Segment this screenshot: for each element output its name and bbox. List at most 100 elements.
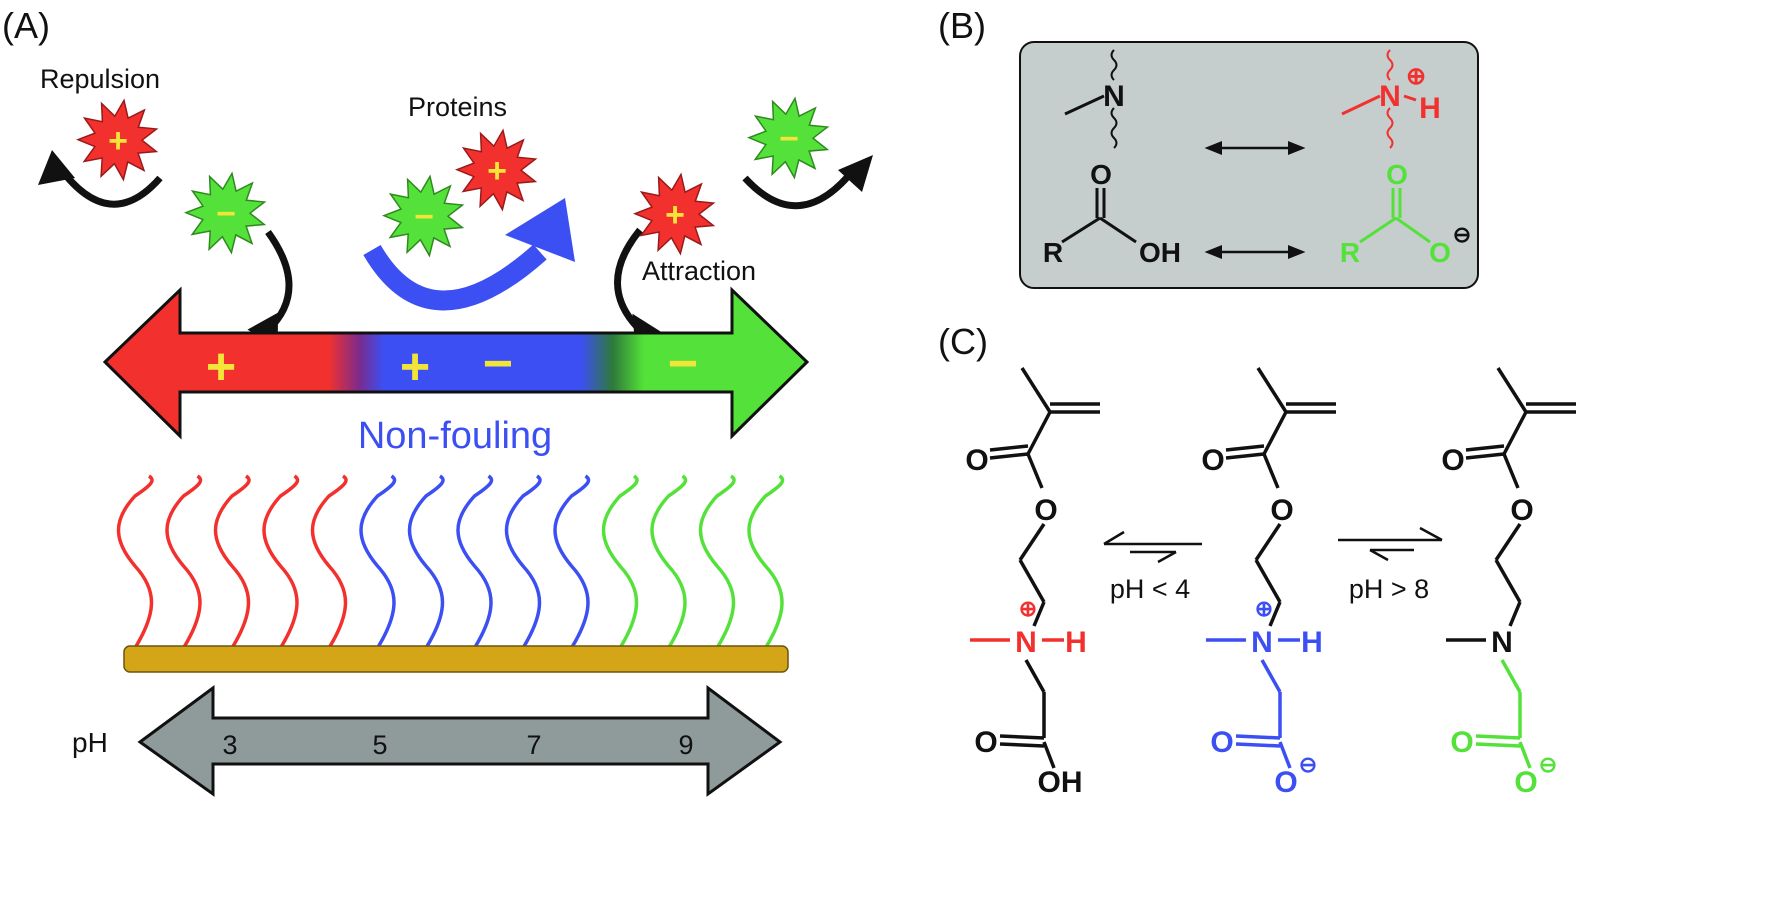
anion-r: R (1340, 237, 1360, 268)
protein-star-negative-center: − (381, 174, 465, 258)
ammonium-h: H (1419, 92, 1441, 125)
bond (1500, 659, 1522, 693)
bond (1225, 444, 1265, 452)
bond (1026, 411, 1052, 455)
charge-double-arrow (102, 286, 810, 440)
attraction-label: Attraction (642, 256, 756, 286)
protein-star-positive-attracted: + (632, 172, 716, 256)
amine-n: N (1251, 626, 1273, 659)
bond (1024, 659, 1046, 693)
carboxylate-negative-charge: ⊖ (1539, 752, 1557, 777)
carboxylate: R O O ⊖ (1340, 159, 1471, 268)
acid-oh: OH (1139, 237, 1181, 268)
repulsion-label: Repulsion (40, 64, 160, 94)
gold-substrate (123, 645, 789, 673)
attraction-arrow-right (614, 227, 643, 333)
anion-carbonyl-o: O (1386, 159, 1408, 190)
star-minus-sign: − (414, 198, 434, 236)
bond (1262, 411, 1288, 455)
bond (1494, 523, 1522, 561)
ammonium-charge: ⊕ (1406, 63, 1426, 90)
protein-star-positive-center: + (454, 128, 538, 212)
bond (989, 452, 1029, 460)
bond (1268, 601, 1282, 627)
brush-chain (165, 474, 203, 649)
bond (1032, 601, 1046, 627)
protein-star-negative-repelled: − (746, 96, 830, 180)
bond (989, 444, 1029, 452)
ester-carbonyl-o: O (965, 444, 988, 477)
brush-chain (650, 474, 688, 649)
polymer-brushes (116, 474, 785, 649)
star-plus-sign: + (108, 122, 128, 160)
bond (1465, 452, 1505, 460)
panel-c-label: (C) (938, 321, 988, 362)
bond (1508, 601, 1522, 627)
brush-chain (747, 474, 785, 649)
nonfouling-label: Non-fouling (358, 415, 552, 457)
protein-star-negative-attracted: − (183, 171, 267, 255)
amine-h: H (1301, 626, 1323, 659)
acid-carbonyl-o: O (1090, 159, 1112, 190)
ester-carbonyl-o: O (1201, 444, 1224, 477)
star-plus-sign: + (487, 152, 507, 190)
ph-double-arrow (137, 685, 783, 797)
amine-n: N (1491, 626, 1513, 659)
repulsion-arrowhead-left (38, 150, 75, 185)
zwitterion-minus: − (483, 335, 513, 393)
bond (1225, 452, 1265, 460)
bond (1042, 741, 1056, 769)
carboxyl-carbonyl-o: O (974, 726, 997, 759)
ph-axis-label: pH (72, 727, 108, 758)
bond (1475, 734, 1521, 740)
carboxyl-carbonyl-o: O (1450, 726, 1473, 759)
attraction-arrow-left (265, 229, 293, 333)
bond (1494, 559, 1522, 603)
carboxylate-o: O (1274, 766, 1297, 799)
amine-positive-charge: ⊕ (1019, 596, 1037, 621)
anionic-minus: − (668, 335, 698, 393)
carboxyl-oh: OH (1038, 766, 1083, 799)
amine-n: N (1103, 80, 1125, 113)
anion-o: O (1429, 237, 1451, 268)
nonfouling-blue-arrow (363, 244, 547, 311)
brush-chain (698, 474, 736, 649)
amine-n: N (1015, 626, 1037, 659)
carboxylate-o: O (1514, 766, 1537, 799)
nonfouling-blue-arrowhead (505, 198, 575, 262)
brush-chain (407, 474, 445, 649)
carboxylic-acid: R O OH (1043, 159, 1181, 268)
bond (1235, 734, 1281, 740)
bond (1254, 559, 1282, 603)
bond (1502, 453, 1520, 489)
bond (1020, 367, 1052, 413)
bond (1018, 523, 1046, 561)
bond (1018, 559, 1046, 603)
equilibrium-low-ph: pH < 4 (1103, 530, 1202, 604)
repulsion-arrow-right (742, 165, 858, 210)
panel-b-label: (B) (938, 5, 986, 46)
amine-positive-charge: ⊕ (1255, 596, 1273, 621)
brush-chain (116, 474, 154, 649)
ph-tick-5: 5 (372, 730, 387, 760)
bond (1465, 444, 1505, 452)
brush-chain (262, 474, 300, 649)
bond (1475, 742, 1521, 748)
protonated-amine: N H ⊕ (1341, 49, 1441, 149)
protein-star-positive-repelled: + (75, 98, 159, 182)
bond (1254, 523, 1282, 561)
anion-charge: ⊖ (1453, 222, 1471, 247)
brush-chain (601, 474, 639, 649)
ester-o: O (1270, 494, 1293, 527)
bond (1260, 659, 1282, 693)
bond (1278, 741, 1292, 769)
bond (1262, 453, 1280, 489)
brush-chain (213, 474, 251, 649)
neutral-amine: N (1064, 49, 1125, 149)
brush-chain (553, 474, 591, 649)
ester-o: O (1034, 494, 1057, 527)
bond (1496, 367, 1528, 413)
bond (1256, 367, 1288, 413)
